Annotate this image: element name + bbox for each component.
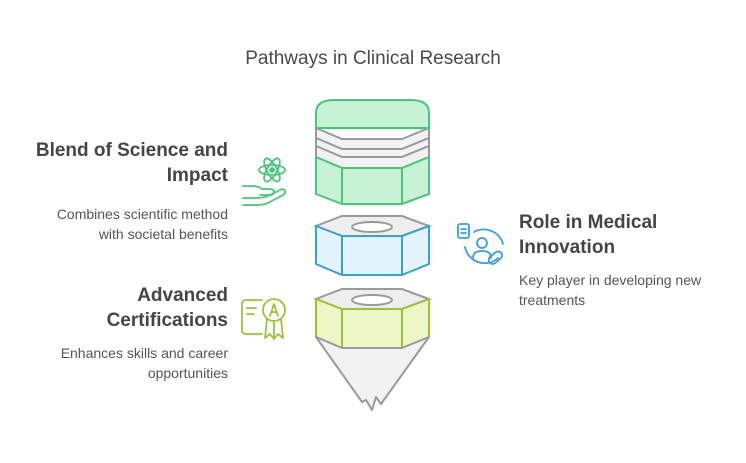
medical-innovation-heading: Role in Medical Innovation [519, 212, 658, 258]
medical-innovation-description: Key player in developing new treatments [519, 272, 702, 308]
certifications-description: Enhances skills and career opportunities [60, 345, 228, 381]
medical-innovation-block: Role in Medical Innovation Key player in… [519, 210, 734, 310]
certificate-award-icon [241, 298, 286, 340]
science-impact-description: Combines scientific method with societal… [56, 206, 228, 242]
pencil-eraser-segment [315, 99, 430, 205]
certifications-heading: Advanced Certifications [106, 285, 228, 331]
pencil-lower-segment [313, 288, 432, 349]
pencil-tip [315, 336, 430, 411]
diagram-title: Pathways in Clinical Research [245, 48, 501, 69]
certifications-block: Advanced Certifications Enhances skills … [20, 283, 228, 383]
science-impact-block: Blend of Science and Impact Combines sci… [20, 138, 228, 244]
atom-hand-icon [242, 157, 287, 206]
science-impact-heading: Blend of Science and Impact [35, 140, 228, 186]
doctor-pill-icon [457, 223, 504, 265]
pencil-middle-segment [313, 215, 432, 276]
